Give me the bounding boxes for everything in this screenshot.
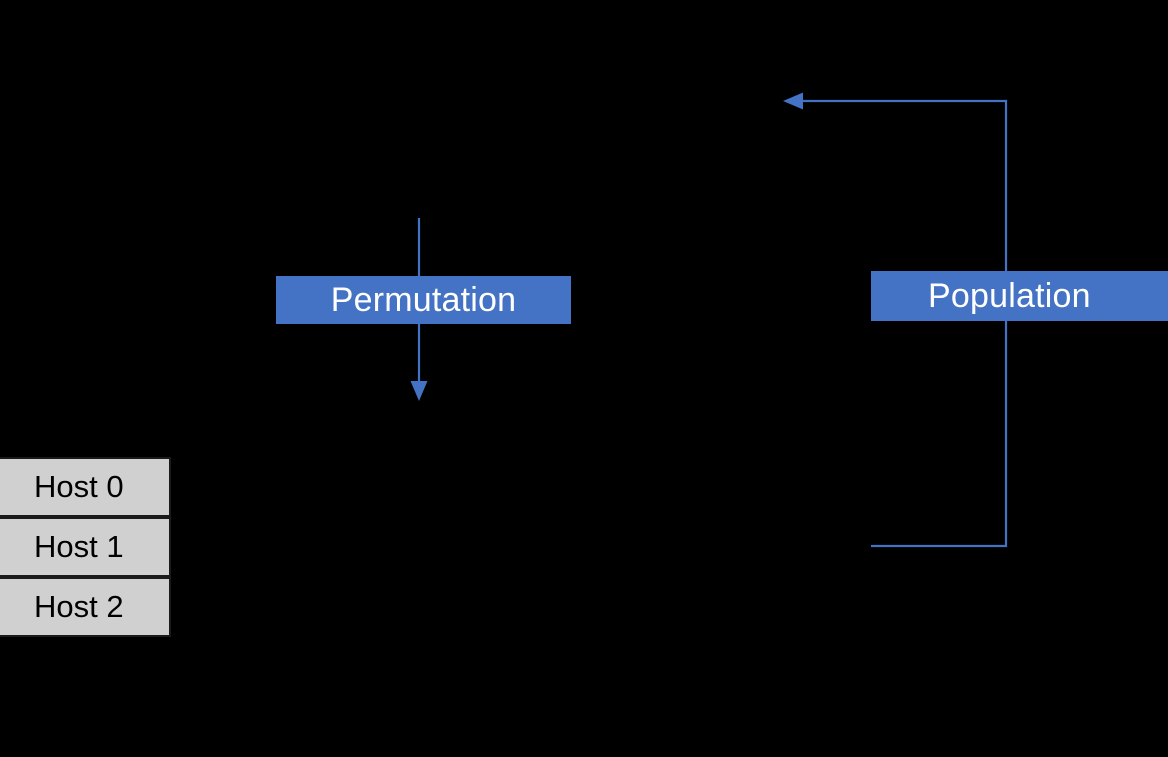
host-label: Host 0 [34,469,124,504]
host-row[interactable]: Host 1 [0,517,171,577]
host-stack: Host 0 Host 1 Host 2 [0,457,171,638]
host-label: Host 2 [34,589,124,624]
host-row[interactable]: Host 0 [0,457,171,517]
host-label: Host 1 [34,529,124,564]
permutation-box[interactable]: Permutation [276,276,571,324]
population-box[interactable]: Population [871,271,1168,321]
population-label: Population [928,277,1091,315]
host-row[interactable]: Host 2 [0,577,171,637]
permutation-label: Permutation [330,281,517,319]
